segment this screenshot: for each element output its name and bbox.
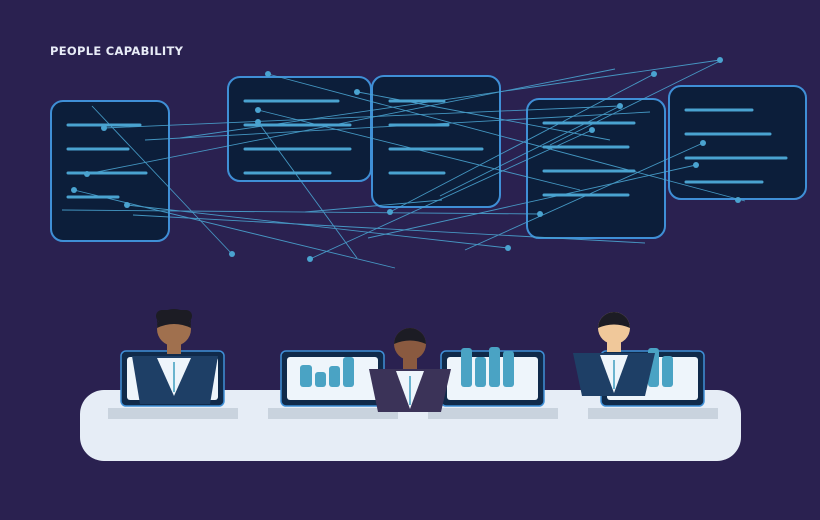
bar-chart-icon bbox=[300, 347, 673, 387]
page-title: PEOPLE CAPABILITY bbox=[50, 44, 184, 58]
person-icon bbox=[369, 328, 451, 412]
network-nodes bbox=[71, 57, 741, 262]
dashboard-panel bbox=[50, 100, 170, 242]
person-icon bbox=[132, 309, 218, 404]
desk bbox=[80, 390, 741, 461]
dashboard-panels bbox=[50, 75, 807, 242]
keyboards bbox=[108, 408, 718, 419]
dashboard-panel bbox=[526, 98, 666, 239]
person-icon bbox=[573, 312, 655, 396]
